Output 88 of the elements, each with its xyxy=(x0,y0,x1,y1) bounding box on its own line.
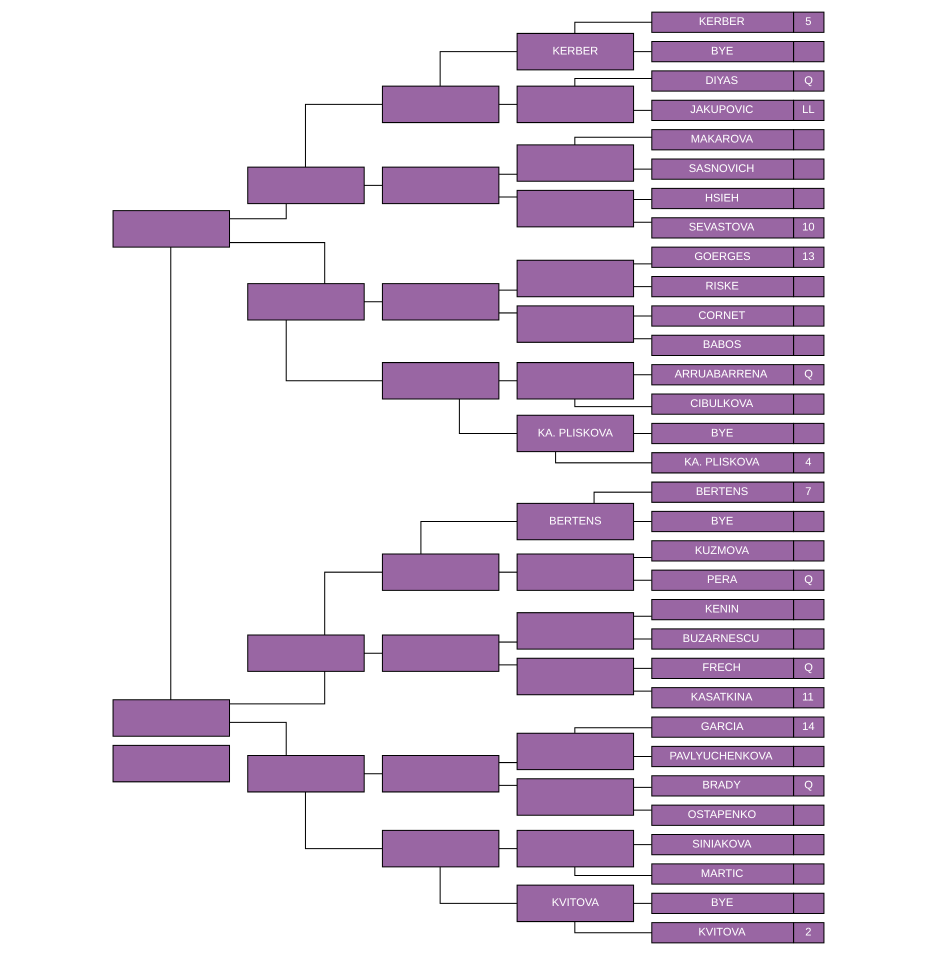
connector xyxy=(633,374,651,376)
connector xyxy=(498,762,517,764)
node-box: KVITOVA xyxy=(516,884,634,922)
connector xyxy=(633,902,651,904)
connector xyxy=(498,572,517,573)
connector xyxy=(633,51,651,52)
connector xyxy=(498,784,517,786)
connector xyxy=(229,204,286,220)
node-box: KERBER xyxy=(516,32,634,70)
connector xyxy=(633,168,651,170)
node-box xyxy=(381,634,499,672)
connector xyxy=(458,399,517,434)
node-box xyxy=(516,260,634,298)
connector xyxy=(364,184,382,186)
connector xyxy=(633,222,651,223)
node-box xyxy=(516,612,634,650)
connector xyxy=(498,642,517,643)
connector xyxy=(498,174,517,175)
connector xyxy=(420,521,516,554)
node-box xyxy=(381,86,499,124)
node-box xyxy=(381,830,499,868)
connector xyxy=(498,848,517,850)
node-box xyxy=(246,754,364,792)
connector xyxy=(498,196,517,198)
node-box xyxy=(246,166,364,204)
connector xyxy=(498,290,517,291)
connector xyxy=(229,242,325,284)
node-box xyxy=(112,210,230,248)
node-box xyxy=(381,283,499,321)
connector xyxy=(574,867,652,876)
connector xyxy=(229,722,286,756)
connector xyxy=(633,263,651,264)
connector xyxy=(633,580,651,581)
connector xyxy=(574,136,652,145)
connector xyxy=(633,338,651,340)
node-box xyxy=(246,634,364,672)
connector xyxy=(170,247,171,700)
node-box xyxy=(516,144,634,182)
connector xyxy=(498,380,517,382)
node-box xyxy=(516,553,634,591)
connector xyxy=(633,756,651,757)
connector xyxy=(304,792,382,850)
connector xyxy=(633,315,651,316)
node-box xyxy=(381,553,499,591)
node-box xyxy=(381,362,499,400)
node-box xyxy=(516,86,634,124)
node-box xyxy=(381,754,499,792)
node-box xyxy=(516,190,634,228)
connector xyxy=(633,810,651,811)
node-box xyxy=(112,744,230,782)
connector xyxy=(324,572,382,635)
node-box: KA. PLISKOVA xyxy=(516,414,634,452)
connector xyxy=(633,844,651,846)
connector xyxy=(439,51,516,86)
connector xyxy=(364,652,382,654)
connector xyxy=(498,664,517,666)
node-box xyxy=(112,699,230,737)
connector xyxy=(574,727,652,733)
connector xyxy=(574,399,652,408)
connector xyxy=(439,867,516,904)
connector xyxy=(364,773,382,774)
node-box xyxy=(516,362,634,400)
connector xyxy=(364,301,382,302)
connector xyxy=(633,786,651,788)
connector xyxy=(633,432,651,434)
connector xyxy=(633,690,651,692)
connector xyxy=(304,104,382,167)
node-box xyxy=(381,166,499,204)
node-box xyxy=(516,778,634,816)
connector xyxy=(574,78,652,86)
connector xyxy=(633,110,651,111)
connector xyxy=(633,616,651,617)
node-box xyxy=(516,658,634,696)
connector xyxy=(633,557,651,558)
connector xyxy=(633,668,651,669)
connector xyxy=(229,671,325,704)
connector xyxy=(498,312,517,314)
node-box: BERTENS xyxy=(516,502,634,540)
connector xyxy=(633,521,651,522)
node-box xyxy=(246,283,364,321)
node-box xyxy=(516,830,634,868)
connector xyxy=(498,104,517,105)
node-box xyxy=(516,305,634,343)
node-box xyxy=(516,732,634,770)
connector xyxy=(633,199,651,200)
connector xyxy=(285,320,382,382)
connector xyxy=(633,286,651,288)
connector xyxy=(633,638,651,640)
